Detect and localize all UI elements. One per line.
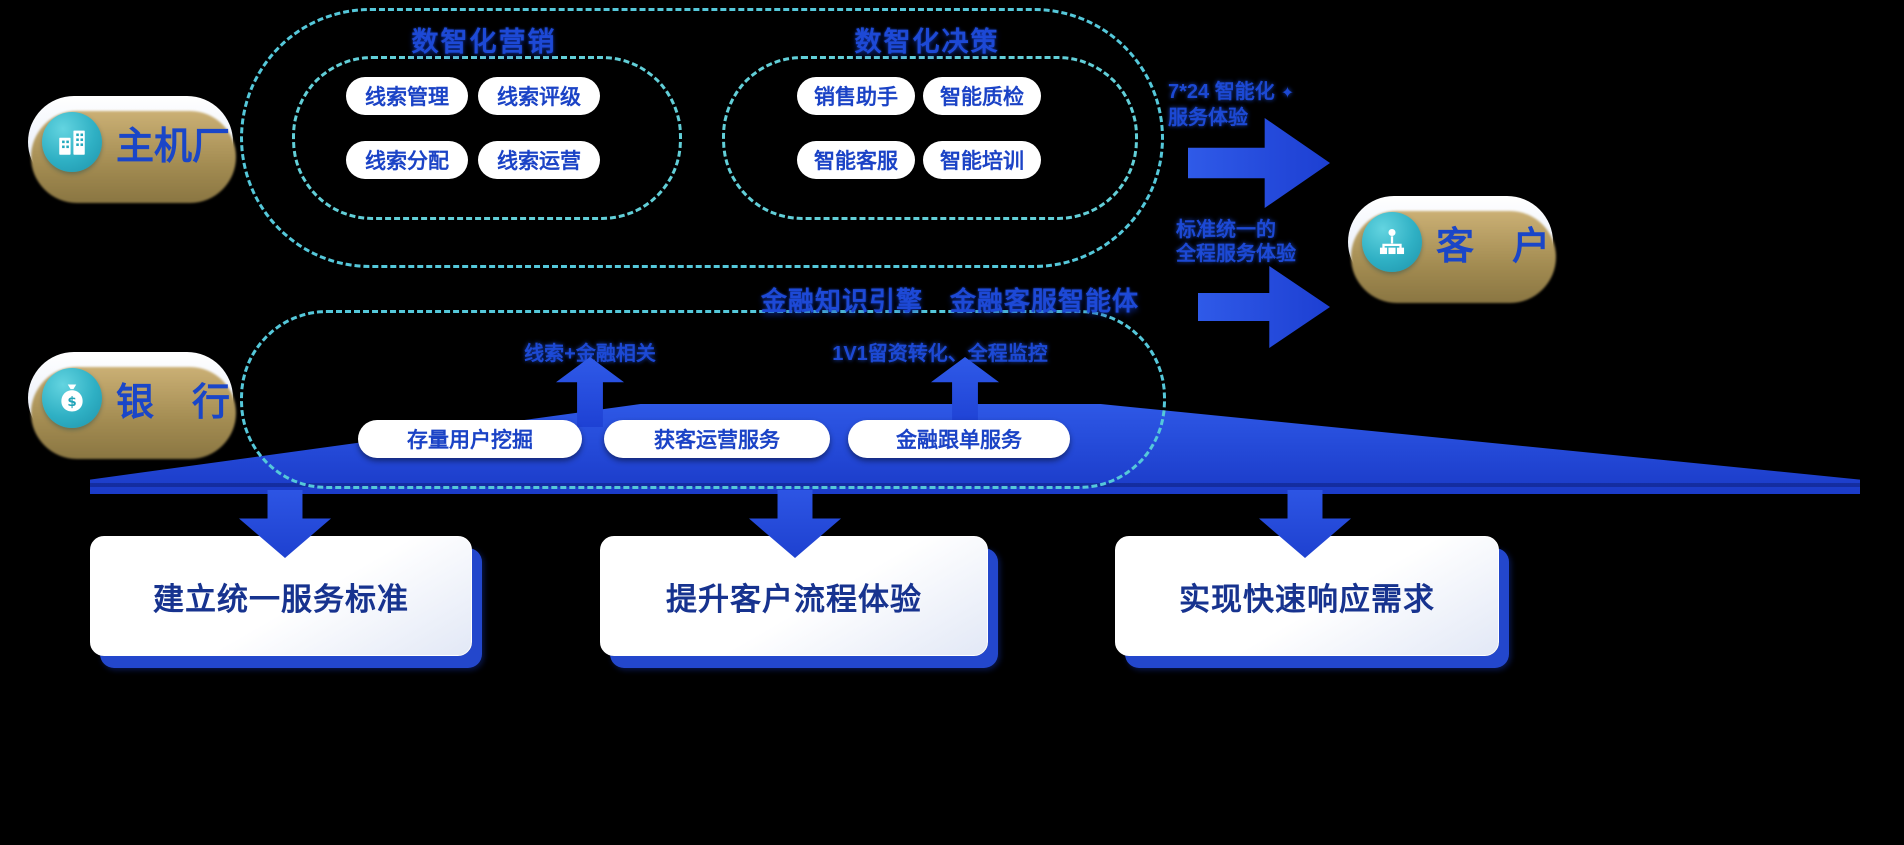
svg-text:$: $ <box>67 395 76 410</box>
decision-group-title: 数智化决策 <box>854 27 1000 57</box>
goal-card-rapid-response: 实现快速响应需求 <box>1115 536 1499 656</box>
customer-org-icon <box>1362 212 1422 272</box>
oem-capability-outline <box>240 8 1164 268</box>
decision-item-sales-assistant: 销售助手 <box>797 77 915 115</box>
actor-bank-label: 银 行 <box>116 381 231 424</box>
finance-service-acquisition-ops: 获客运营服务 <box>604 420 830 458</box>
actor-bank: $ 银 行 <box>28 352 233 444</box>
finance-service-user-mining: 存量用户挖掘 <box>358 420 582 458</box>
decision-item-quality-inspection: 智能质检 <box>923 77 1041 115</box>
finance-flow-label-right: 1V1留资转化、全程监控 <box>832 343 1048 365</box>
marketing-item-lead-rating: 线索评级 <box>478 77 600 115</box>
finance-service-loan-followup: 金融跟单服务 <box>848 420 1070 458</box>
actor-oem: 主机厂 <box>28 96 233 188</box>
decision-group-outline <box>722 56 1138 220</box>
money-bag-icon: $ <box>42 368 102 428</box>
finance-flow-label-left: 线索+金融相关 <box>524 343 656 365</box>
marketing-item-lead-operation: 线索运营 <box>478 141 600 179</box>
marketing-group-title: 数智化营销 <box>411 27 557 57</box>
actor-customer-label: 客 户 <box>1436 225 1551 268</box>
finance-group-outline <box>240 310 1166 489</box>
actor-oem-label: 主机厂 <box>116 125 231 168</box>
finance-engine-title: 金融知识引擎 金融客服智能体 <box>760 286 1139 316</box>
customer-benefit-note-1: 7*24 智能化✦ 服务体验 <box>1168 81 1295 129</box>
marketing-group-outline <box>292 56 682 220</box>
actor-customer: 客 户 <box>1348 196 1553 288</box>
decision-item-smart-training: 智能培训 <box>923 141 1041 179</box>
right-arrow-1 <box>1188 118 1330 208</box>
marketing-item-lead-assignment: 线索分配 <box>346 141 468 179</box>
factory-icon <box>42 112 102 172</box>
goal-card-unified-standard: 建立统一服务标准 <box>90 536 472 656</box>
marketing-item-lead-management: 线索管理 <box>346 77 468 115</box>
customer-benefit-note-2: 标准统一的 全程服务体验 <box>1176 219 1296 265</box>
decision-item-smart-service: 智能客服 <box>797 141 915 179</box>
sparkle-icon: ✦ <box>1280 85 1295 102</box>
